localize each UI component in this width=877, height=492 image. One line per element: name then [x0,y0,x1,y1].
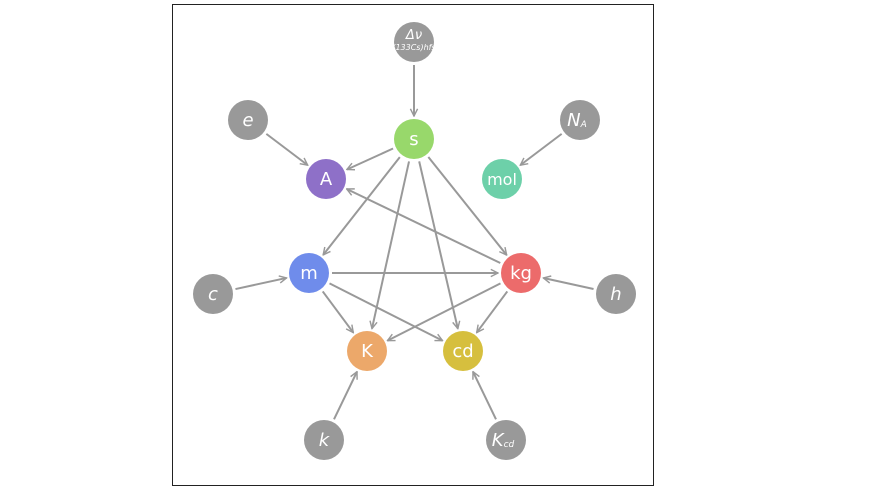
node-label: mol [487,170,517,189]
node-NA: NA [560,100,600,140]
diagram-frame [172,4,654,486]
edge-s-K [372,161,410,328]
edge-Kcd-cd [472,372,497,420]
node-label: cd [452,341,473,362]
node-label: K [361,341,374,362]
node-circle [304,420,344,460]
node-circle [347,331,387,371]
node-label: Δν [405,28,422,43]
node-h: h [596,274,636,314]
node-label: kg [510,263,532,284]
node-A: A [306,159,346,199]
node-s: s [394,119,434,159]
edge-m-cd [329,282,443,342]
node-dv: Δν(133Cs)hfs [392,22,436,62]
node-e: e [228,100,268,140]
node-circle [486,420,526,460]
node-circle [193,274,233,314]
node-circle [443,331,483,371]
node-K: K [347,331,387,371]
node-label: m [300,263,318,284]
node-circle [306,159,346,199]
node-circle [596,274,636,314]
edge-NA-mol [520,133,563,165]
node-label: k [319,430,331,451]
edge-s-kg [427,156,506,255]
edge-kg-cd [477,290,509,332]
node-label: s [409,129,418,150]
node-circle [560,100,600,140]
node-cd: cd [443,331,483,371]
node-circle [394,22,434,62]
node-sublabel: (133Cs)hfs [392,43,435,52]
node-k: k [304,420,344,460]
edge-kg-K [388,282,501,342]
edge-s-m [323,156,401,255]
node-Kcd: Kcd [486,420,526,460]
edge-kg-A [347,188,501,264]
node-label: h [610,284,621,305]
node-sublabel: cd [504,440,515,450]
node-m: m [289,253,329,293]
node-circle [228,100,268,140]
node-circle [501,253,541,293]
node-c: c [193,274,233,314]
node-kg: kg [501,253,541,293]
node-label: A [320,169,333,190]
edge-s-A [347,147,394,170]
node-sublabel: A [580,120,587,130]
node-circle [289,253,329,293]
edge-c-m [235,278,286,291]
node-circle [394,119,434,159]
node-mol: mol [482,159,522,199]
edge-k-K [333,372,358,420]
edge-m-K [321,290,354,332]
node-label: e [242,110,253,131]
node-label: c [208,284,218,305]
edge-h-kg [543,278,594,291]
node-circle [482,159,522,199]
edge-e-A [265,133,307,165]
edge-s-cd [418,161,458,328]
